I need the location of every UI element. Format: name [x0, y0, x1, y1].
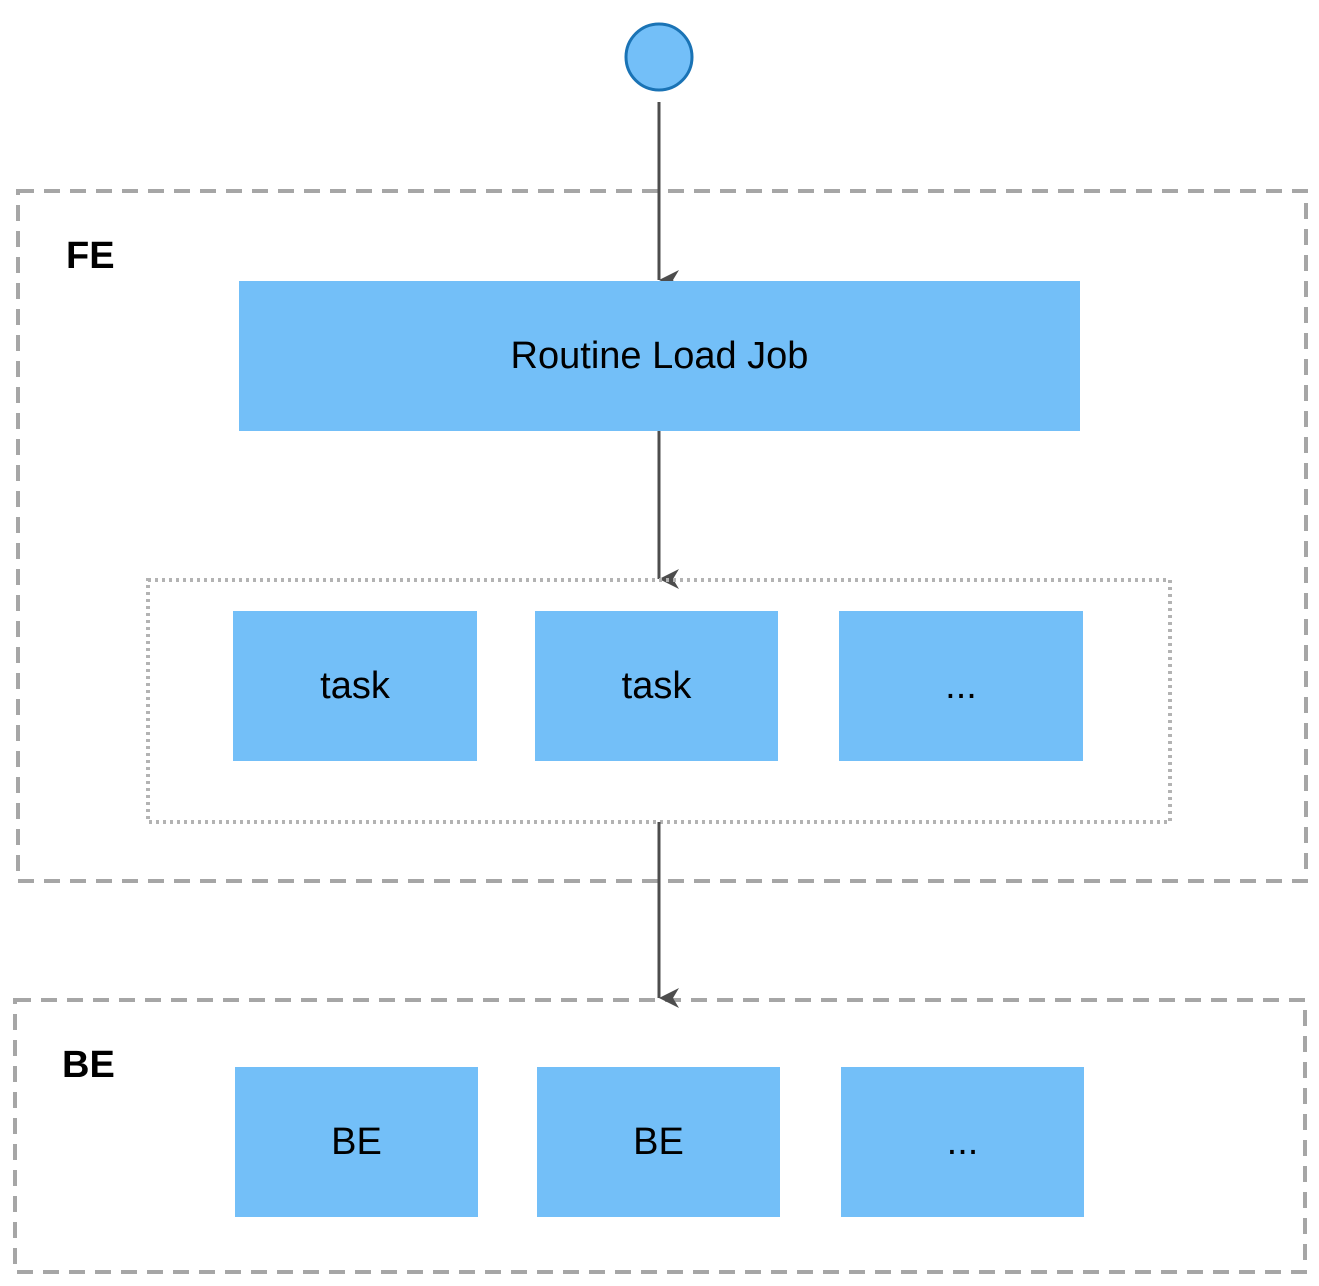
fe-group-title: FE: [66, 235, 115, 277]
be-more-label: ...: [947, 1121, 979, 1163]
be-node-box-more: ...: [841, 1067, 1084, 1217]
be-node-label: BE: [633, 1121, 684, 1163]
task-label: task: [622, 665, 693, 707]
routine-load-job-box: Routine Load Job: [239, 281, 1080, 431]
task-label: task: [320, 665, 391, 707]
task-more-label: ...: [945, 665, 977, 707]
task-group: [146, 578, 1172, 824]
be-node-box: BE: [537, 1067, 780, 1217]
start-node: [624, 22, 694, 92]
task-box-more: ...: [839, 611, 1083, 761]
routine-load-job-label: Routine Load Job: [511, 335, 809, 377]
be-node-label: BE: [331, 1121, 382, 1163]
task-box: task: [233, 611, 477, 761]
be-node-box: BE: [235, 1067, 478, 1217]
task-box: task: [535, 611, 778, 761]
be-group-title: BE: [62, 1044, 115, 1086]
